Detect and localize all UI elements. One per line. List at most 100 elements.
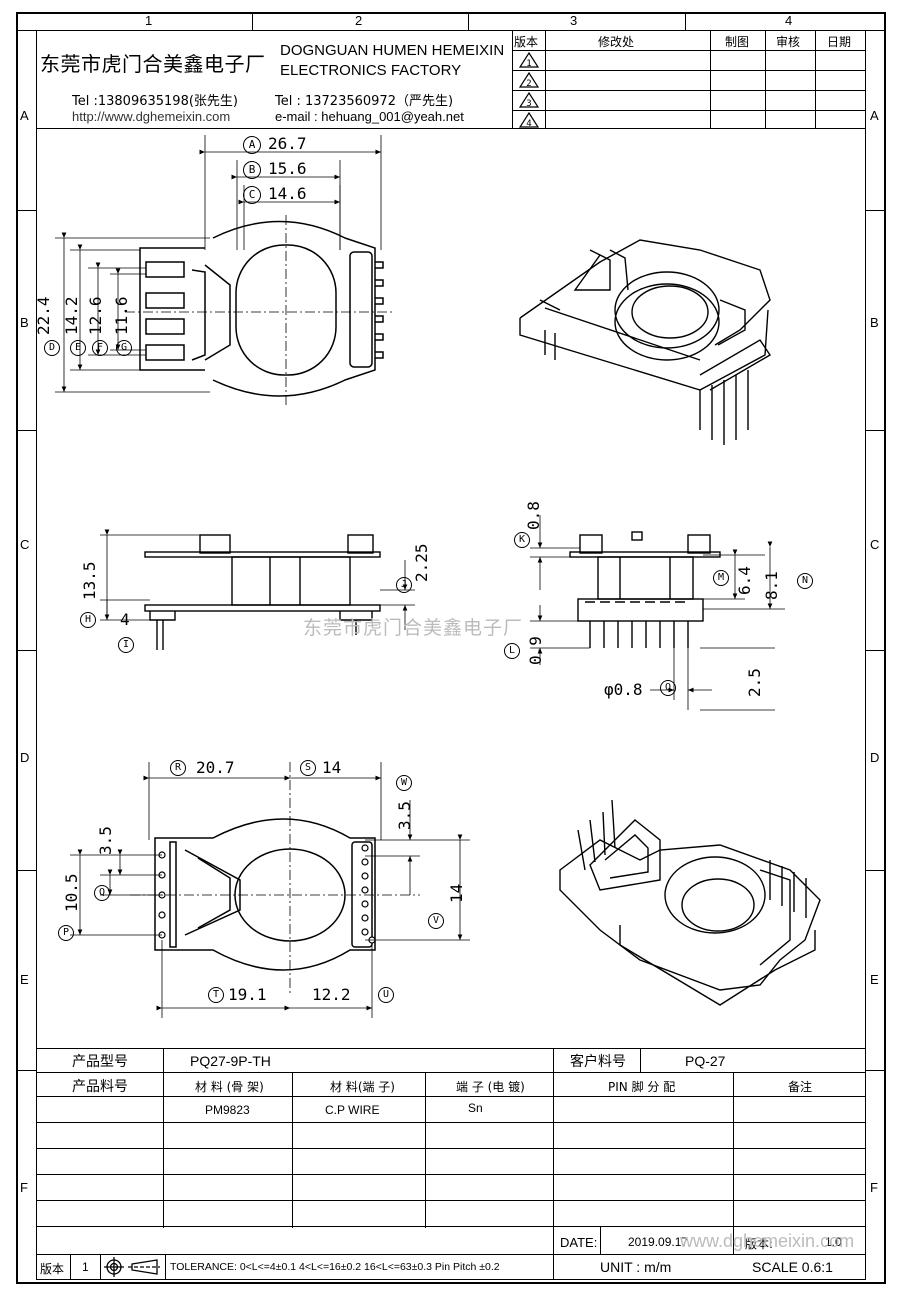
zone-row-b-left: B (20, 315, 29, 330)
dim-t-label: T (208, 987, 224, 1003)
dim-f-label: F (92, 340, 108, 356)
dim-w-label: W (396, 775, 412, 791)
technical-drawing (55, 135, 821, 1018)
drawing-frame (16, 12, 886, 1284)
rev-header-drawn: 制图 (725, 35, 750, 49)
dim-j-value: 2.25 (412, 543, 431, 582)
unit-value: UNIT : m/m (600, 1259, 672, 1275)
tolerance-note: TOLERANCE: 0<L<=4±0.1 4<L<=16±0.2 16<L<=… (170, 1261, 500, 1273)
dim-k-value: 0.8 (524, 501, 543, 530)
version-value-2: 1.0 (825, 1235, 842, 1249)
dim-j-label: J (396, 577, 412, 593)
dim-f-value: 12.6 (86, 296, 105, 335)
zone-col-1: 1 (145, 13, 153, 28)
revision-triangles: 1 2 3 4 (518, 51, 540, 129)
dim-w-value: 3.5 (395, 801, 414, 830)
rev-header-check: 审核 (776, 35, 801, 49)
dim-r-value: 20.7 (196, 758, 235, 777)
rev-header-date: 日期 (827, 35, 852, 49)
dim-d-label: D (44, 340, 60, 356)
dim-q-value2: 10.5 (62, 873, 81, 912)
dim-m-label: M (713, 570, 729, 586)
dim-s-label: S (300, 760, 316, 776)
dim-o-label: O (660, 680, 676, 696)
contact-tel-2: Tel : 13723560972（严先生) (275, 94, 454, 109)
customer-no-label: 客户料号 (570, 1054, 626, 1070)
rev-4: 4 (526, 119, 531, 129)
dim-v-value: 14 (447, 883, 466, 903)
zone-row-e-right: E (870, 972, 879, 987)
dim-c-label: C (243, 186, 261, 204)
projection-symbol-icon (104, 1257, 160, 1277)
rev-2: 2 (526, 79, 531, 89)
dim-b-label: B (243, 161, 261, 179)
dim-k-label: K (514, 532, 530, 548)
dim-t-value: 19.1 (228, 985, 267, 1004)
date-label: DATE: (560, 1235, 598, 1250)
dim-o-value: φ0.8 (604, 680, 643, 699)
zone-row-b-right: B (870, 315, 879, 330)
material-bobbin-value: PM9823 (205, 1103, 250, 1117)
version-label: 版本 (40, 1262, 65, 1276)
version-label-2: 版本: (745, 1237, 774, 1251)
dim-g-label: G (116, 340, 132, 356)
product-model-label: 产品型号 (72, 1054, 128, 1070)
dim-g-value: 11.6 (112, 296, 131, 335)
contact-tel-1: Tel :13809635198(张先生) (72, 94, 238, 109)
zone-row-a-right: A (870, 108, 879, 123)
dim-a-value: 26.7 (268, 134, 307, 153)
company-name-cn: 东莞市虎门合美鑫电子厂 (40, 52, 266, 76)
rev-3: 3 (526, 99, 531, 109)
dim-b-value: 15.6 (268, 159, 307, 178)
terminal-value: Sn (468, 1101, 483, 1115)
zone-row-d-left: D (20, 750, 30, 765)
dim-e-value: 14.2 (62, 296, 81, 335)
dim-n-label: N (797, 573, 813, 589)
zone-col-4: 4 (785, 13, 793, 28)
material-bobbin-label: 材 料 (骨 架) (195, 1080, 264, 1094)
product-model-value: PQ27-9P-TH (190, 1053, 271, 1069)
customer-no-value: PQ-27 (685, 1053, 726, 1069)
pin-assignment-label: PIN 脚 分 配 (608, 1080, 676, 1094)
product-no-label: 产品料号 (72, 1079, 128, 1095)
dim-v-label: V (428, 913, 444, 929)
watermark: 东莞市虎门合美鑫电子厂 (303, 617, 524, 639)
terminal-label: 端 子 (电 镀) (456, 1080, 525, 1094)
zone-row-d-right: D (870, 750, 880, 765)
rev-1: 1 (526, 59, 531, 69)
dim-h2-value: 4 (120, 610, 130, 629)
material-pin-label: 材 料(端 子) (330, 1080, 395, 1094)
dim-h-value: 13.5 (80, 561, 99, 600)
dim-c-value: 14.6 (268, 184, 307, 203)
dim-q-value1: 3.5 (96, 826, 115, 855)
email-link[interactable]: e-mail : hehuang_001@yeah.net (275, 109, 464, 124)
remark-label: 备注 (788, 1080, 813, 1094)
dim-p-label: P (58, 925, 74, 941)
company-name-en-2: ELECTRONICS FACTORY (280, 62, 462, 79)
dim-a-label: A (243, 136, 261, 154)
dim-u-label: U (378, 987, 394, 1003)
zone-col-3: 3 (570, 13, 578, 28)
dim-pitch-value: 2.5 (745, 668, 764, 697)
rev-header-change: 修改处 (598, 35, 635, 49)
dim-i-label: I (118, 637, 134, 653)
version-value: 1 (82, 1260, 89, 1274)
dim-s-value: 14 (322, 758, 342, 777)
dim-r-label: R (170, 760, 186, 776)
date-value: 2019.09.17 (628, 1235, 689, 1249)
website-link[interactable]: http://www.dghemeixin.com (72, 109, 231, 124)
zone-row-c-right: C (870, 537, 880, 552)
zone-row-e-left: E (20, 972, 29, 987)
company-name-en-1: DOGNGUAN HUMEN HEMEIXIN (280, 42, 505, 59)
zone-row-f-left: F (20, 1180, 28, 1195)
dim-n-value: 8.1 (762, 571, 781, 600)
watermark-url: www.dghemeixin.com (680, 1231, 855, 1251)
dim-m-value: 6.4 (735, 566, 754, 595)
material-pin-value: C.P WIRE (325, 1103, 380, 1117)
rev-header-version: 版本 (514, 35, 539, 49)
dim-d-value: 22.4 (34, 296, 53, 335)
zone-row-f-right: F (870, 1180, 878, 1195)
dim-h-label: H (80, 612, 96, 628)
dim-u-value: 12.2 (312, 985, 351, 1004)
zone-row-a-left: A (20, 108, 29, 123)
